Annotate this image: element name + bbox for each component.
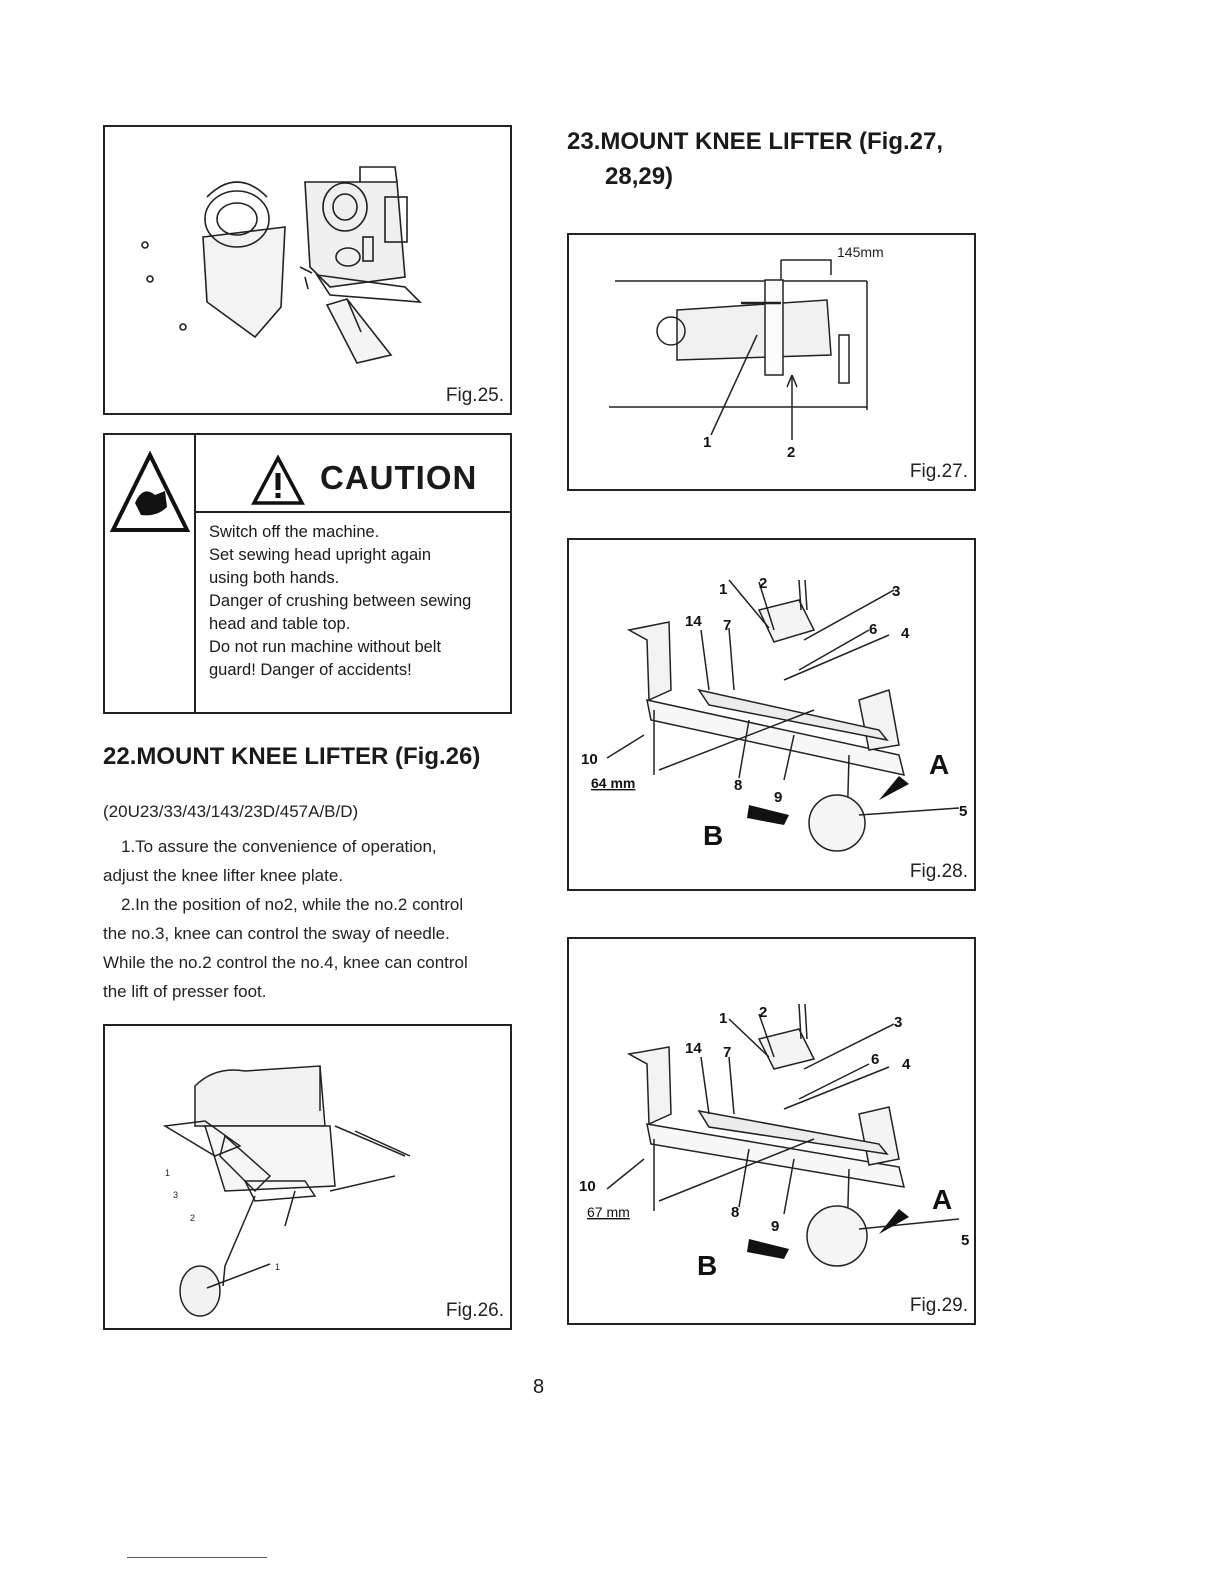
fig29-callout: 3 xyxy=(894,1014,902,1031)
caution-box: CAUTION Switch off the machine. Set sewi… xyxy=(103,433,512,714)
fig28-box: 1 2 3 14 7 6 4 10 8 9 5 64 mm A B Fig.28… xyxy=(567,538,976,891)
fig29-callout: 9 xyxy=(771,1218,779,1235)
fig26-illustration: 1 3 2 1 xyxy=(162,1065,411,1317)
caution-line: Do not run machine without belt xyxy=(209,638,442,656)
caution-title: CAUTION xyxy=(320,459,478,496)
fig27-callout: 2 xyxy=(787,444,795,461)
fig29-callout: 4 xyxy=(902,1056,911,1073)
fig29-callout: 5 xyxy=(961,1232,969,1249)
fig28-illustration: 1 2 3 14 7 6 4 10 8 9 5 64 mm A B xyxy=(581,575,967,852)
fig28-callout: 6 xyxy=(869,621,877,638)
fig29-dimension: 67 mm xyxy=(587,1204,630,1220)
fig29-illustration: 1 2 3 14 7 6 4 10 8 9 5 67 mm A B xyxy=(579,1003,969,1281)
fig25-illustration xyxy=(141,166,423,364)
section22-line: adjust the knee lifter knee plate. xyxy=(103,866,344,885)
fig28-dimension: 64 mm xyxy=(591,775,635,791)
svg-text:2: 2 xyxy=(190,1213,195,1223)
caution-line: using both hands. xyxy=(209,569,340,587)
fig28-arrow-b: B xyxy=(703,820,723,851)
section22-heading: 22.MOUNT KNEE LIFTER (Fig.26) xyxy=(103,743,481,770)
fig28-callout: 3 xyxy=(892,583,900,600)
fig29-callout: 1 xyxy=(719,1010,727,1027)
fig25-label: Fig.25. xyxy=(445,385,504,406)
section23-heading-line2: 28,29) xyxy=(605,163,674,190)
caution-line: Switch off the machine. xyxy=(209,523,380,541)
svg-text:3: 3 xyxy=(173,1190,178,1200)
fig28-callout: 7 xyxy=(723,617,731,634)
fig28-callout: 4 xyxy=(901,625,910,642)
fig25-box: Fig.25. xyxy=(103,125,512,415)
fig27-illustration: 145mm 1 2 xyxy=(609,244,884,461)
fig28-callout: 1 xyxy=(719,581,727,598)
caution-divider xyxy=(194,435,196,712)
caution-line: Set sewing head upright again xyxy=(209,546,431,564)
fig28-callout: 9 xyxy=(774,789,782,806)
caution-header-rule xyxy=(196,511,510,513)
caution-line: Danger of crushing between sewing xyxy=(209,592,472,610)
section23-heading-line1: 23.MOUNT KNEE LIFTER (Fig.27, xyxy=(567,128,944,155)
fig28-callout: 8 xyxy=(734,777,742,794)
fig28-callout: 5 xyxy=(959,803,967,820)
fig28-callout: 14 xyxy=(685,613,702,630)
fig26-label: Fig.26. xyxy=(445,1300,504,1321)
fig28-label: Fig.28. xyxy=(909,861,968,882)
section22-body: (20U23/33/43/143/23D/457A/B/D) 1.To assu… xyxy=(103,797,523,1006)
section22-models: (20U23/33/43/143/23D/457A/B/D) xyxy=(103,802,359,821)
fig27-label: Fig.27. xyxy=(909,461,968,482)
fig29-callout: 2 xyxy=(759,1004,767,1021)
caution-line: head and table top. xyxy=(209,615,351,633)
fig28-arrow-a: A xyxy=(929,749,949,780)
fig29-callout: 10 xyxy=(579,1178,596,1195)
fig29-callout: 7 xyxy=(723,1044,731,1061)
svg-text:1: 1 xyxy=(275,1262,280,1272)
fig29-callout: 14 xyxy=(685,1040,702,1057)
section22-line: the lift of presser foot. xyxy=(103,982,267,1001)
section22-line: the no.3, knee can control the sway of n… xyxy=(103,924,450,943)
fig27-dimension: 145mm xyxy=(837,244,884,260)
section22-line: 1.To assure the convenience of operation… xyxy=(121,837,437,856)
fig27-callout: 1 xyxy=(703,434,711,451)
fig29-callout: 8 xyxy=(731,1204,739,1221)
caution-line: guard! Danger of accidents! xyxy=(209,661,412,679)
fig29-box: 1 2 3 14 7 6 4 10 8 9 5 67 mm A B Fig.29… xyxy=(567,937,976,1325)
fig26-box: 1 3 2 1 Fig.26. xyxy=(103,1024,512,1330)
fig28-callout: 2 xyxy=(759,575,767,592)
page-number: 8 xyxy=(533,1376,545,1398)
fig29-arrow-b: B xyxy=(697,1250,717,1281)
caution-text: Switch off the machine. Set sewing head … xyxy=(209,521,471,682)
section22-line: While the no.2 control the no.4, knee ca… xyxy=(103,953,468,972)
fig28-callout: 10 xyxy=(581,751,598,768)
caution-warning-icon xyxy=(251,455,305,505)
footer-rule xyxy=(127,1557,267,1558)
svg-text:1: 1 xyxy=(165,1168,170,1178)
fig29-callout: 6 xyxy=(871,1051,879,1068)
section22-line: 2.In the position of no2, while the no.2… xyxy=(121,895,464,914)
fig29-arrow-a: A xyxy=(932,1184,952,1215)
fig29-label: Fig.29. xyxy=(909,1295,968,1316)
fig27-box: 145mm 1 2 Fig.27. xyxy=(567,233,976,491)
hand-crush-warning-icon xyxy=(109,450,191,532)
